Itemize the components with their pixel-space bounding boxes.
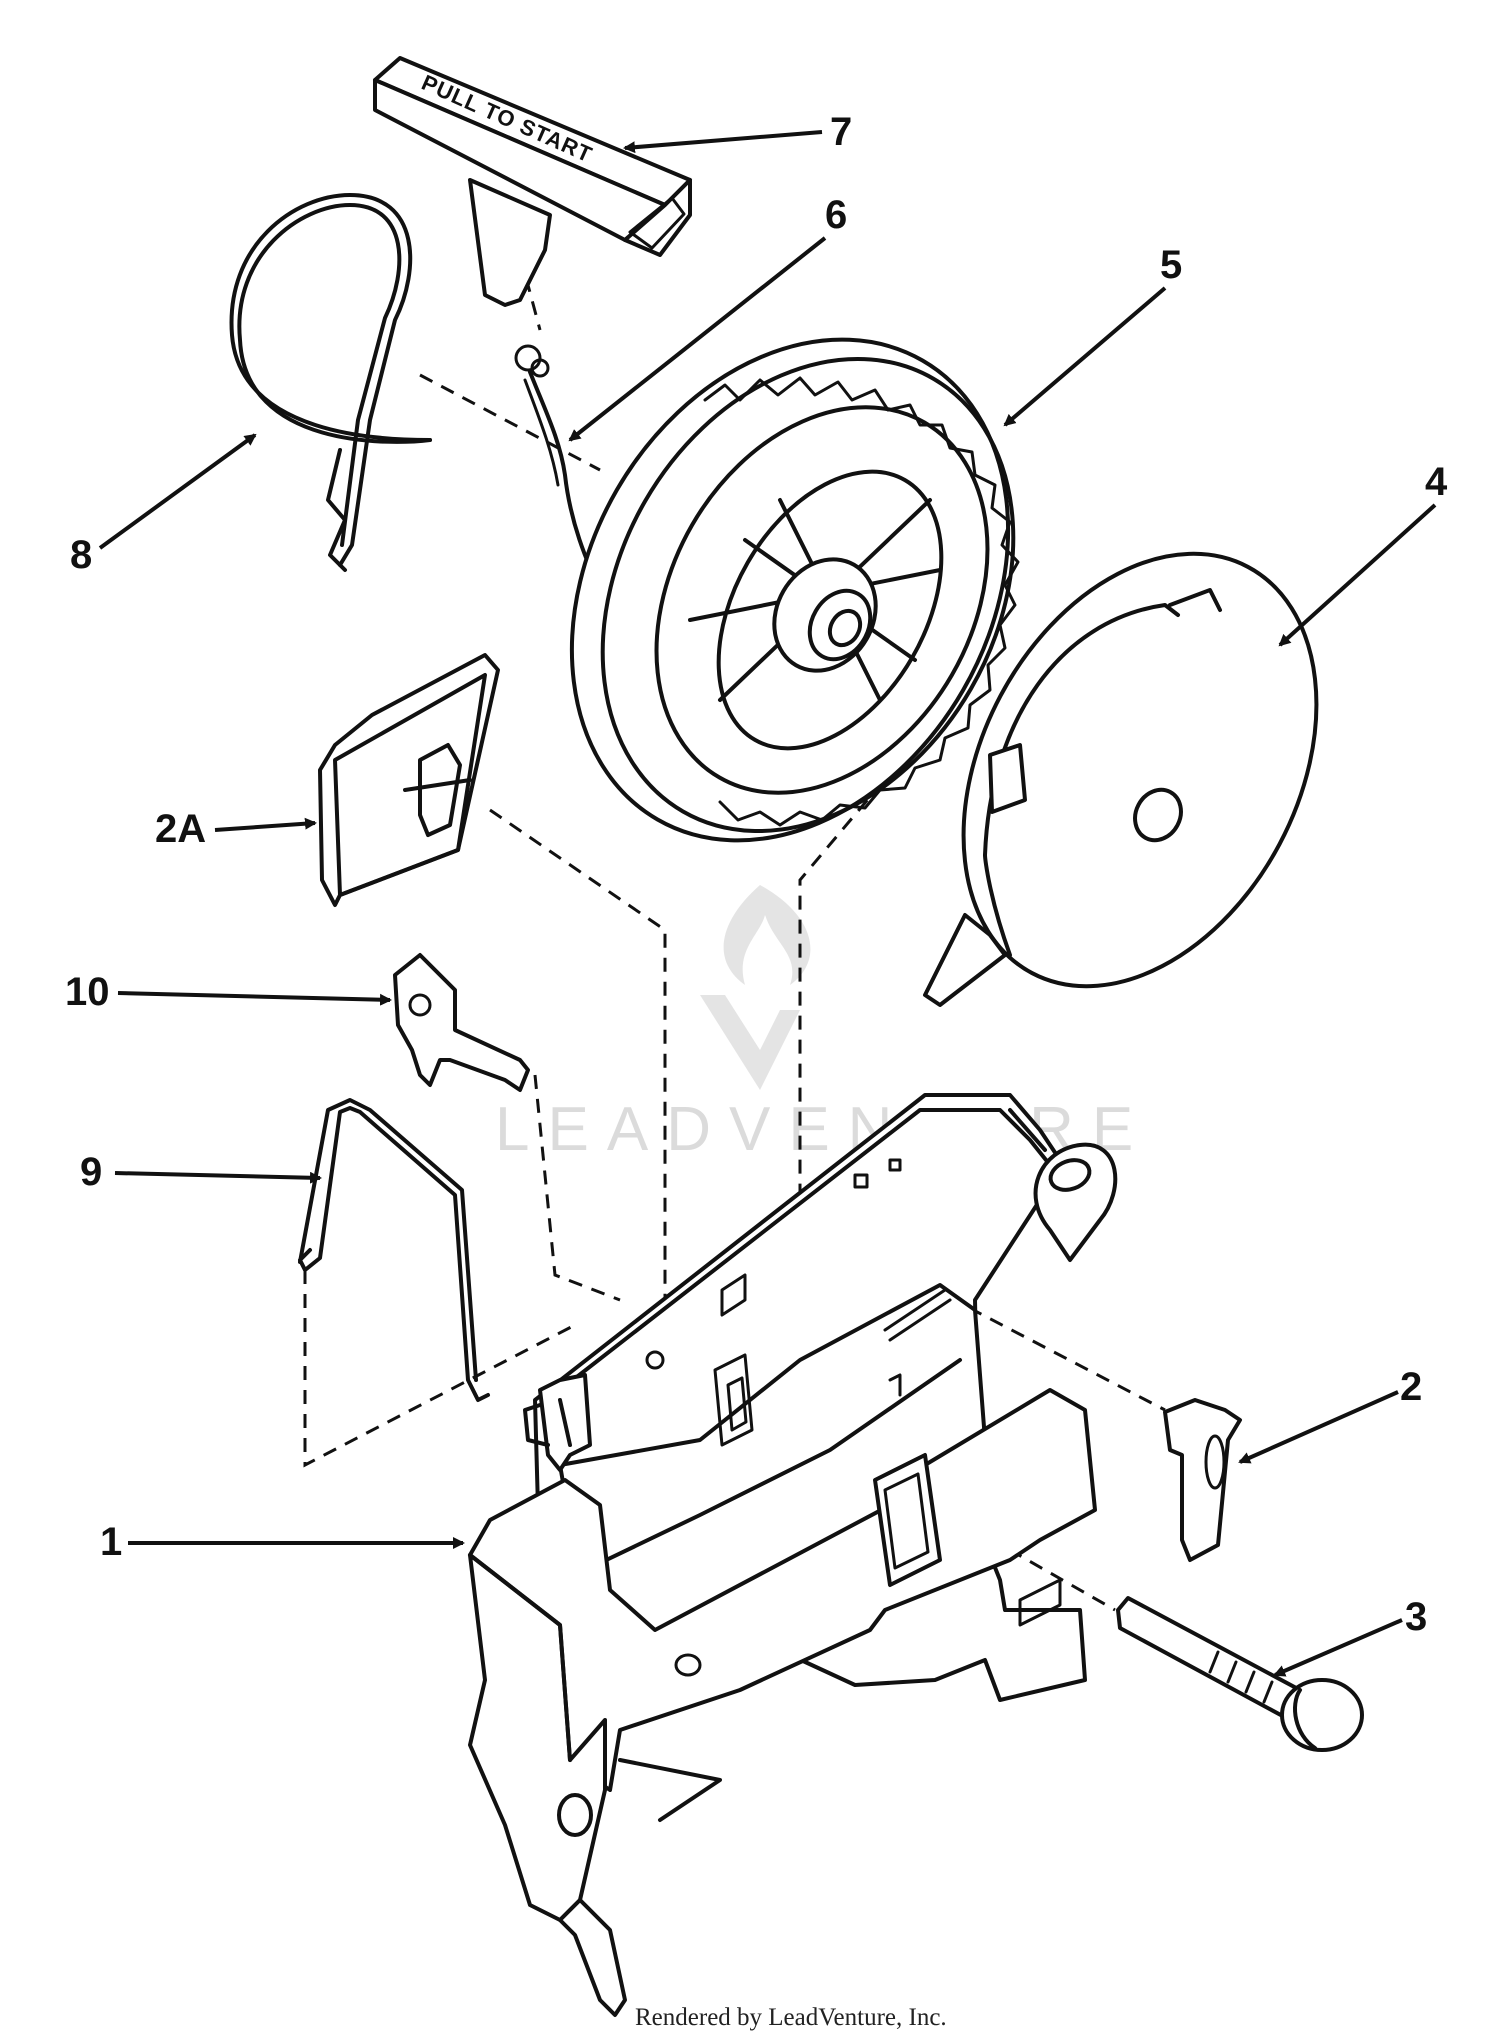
pulley-teeth (703, 376, 1020, 827)
wire-spring (298, 1098, 490, 1402)
watermark-flame-icon (723, 885, 811, 985)
footer-credit: Rendered by LeadVenture, Inc. (635, 2004, 947, 2031)
starter-pulley (569, 337, 1020, 843)
starter-bracket (468, 1093, 1118, 2017)
callout-4: 4 (1278, 460, 1448, 647)
callout-6: 6 (568, 193, 847, 442)
callout-5: 5 (1003, 243, 1182, 427)
callout-6-label: 6 (825, 193, 847, 237)
callout-8-label: 8 (70, 533, 92, 577)
callout-4-label: 4 (1425, 460, 1448, 504)
callout-1: 1 (100, 1520, 465, 1564)
callout-2-label: 2 (1400, 1365, 1422, 1409)
callout-3-label: 3 (1405, 1595, 1427, 1639)
wire-clip (229, 193, 432, 572)
starter-handle: PULL TO START (373, 56, 692, 307)
callout-1-label: 1 (100, 1520, 122, 1564)
callout-3: 3 (1273, 1595, 1427, 1677)
callout-7-label: 7 (830, 110, 852, 154)
pawl (393, 953, 530, 1092)
callout-2a: 2A (155, 807, 317, 851)
callout-10-label: 10 (65, 970, 110, 1014)
retainer-clip (1163, 1398, 1242, 1562)
pawl-plate (318, 653, 500, 907)
callout-9: 9 (80, 1150, 322, 1194)
callout-9-label: 9 (80, 1150, 102, 1194)
pivot-pin (1116, 1596, 1364, 1752)
callout-7: 7 (623, 110, 852, 154)
callout-5-label: 5 (1160, 243, 1182, 287)
callout-2: 2 (1238, 1365, 1422, 1464)
callout-8: 8 (70, 433, 257, 577)
callout-10: 10 (65, 970, 392, 1014)
callout-2a-label: 2A (155, 807, 206, 851)
watermark-logo-icon (700, 995, 800, 1090)
spring-cup (923, 551, 1319, 1007)
